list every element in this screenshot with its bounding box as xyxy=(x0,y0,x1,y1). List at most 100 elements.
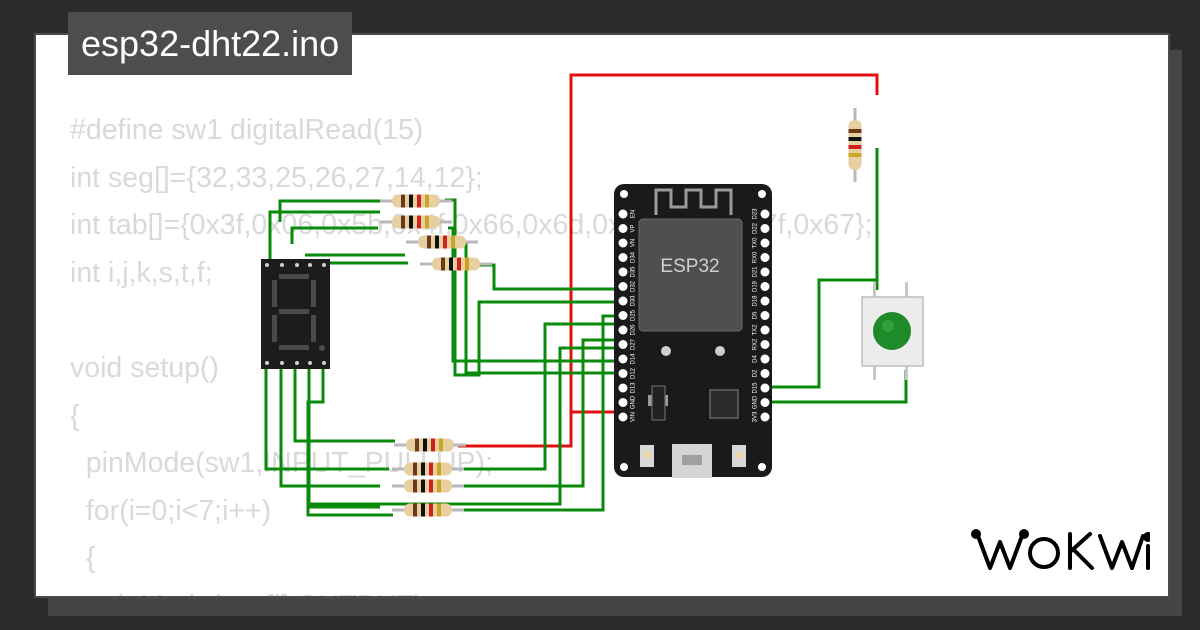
pin-label: D12 xyxy=(631,367,637,379)
pin-label: D5 xyxy=(753,311,759,319)
pin-tx2[interactable] xyxy=(760,325,770,335)
pin-d32[interactable] xyxy=(618,282,628,291)
pin-vin[interactable] xyxy=(618,412,628,422)
resistor[interactable] xyxy=(380,194,452,208)
code-line: int seg[]={32,33,25,26,27,14,12}; xyxy=(70,161,483,194)
pin-gnd[interactable] xyxy=(618,398,628,407)
wire xyxy=(279,366,380,488)
pin-d12[interactable] xyxy=(618,369,628,378)
pushbutton[interactable] xyxy=(861,282,924,380)
esp32-board[interactable]: ESP32 ENVPVND34D35D32D33D25D26D27D14D12D… xyxy=(614,184,772,478)
wire xyxy=(766,278,877,389)
file-title-text: esp32-dht22.ino xyxy=(81,22,340,64)
pin-label: RX0 xyxy=(753,251,759,263)
pin-d26[interactable] xyxy=(618,325,628,335)
wire xyxy=(290,226,621,363)
code-line: pinMode(seg[i],OUTPUT); xyxy=(70,583,873,596)
pin-d15[interactable] xyxy=(760,383,770,393)
wire xyxy=(458,412,573,448)
left-pin-header: ENVPVND34D35D32D33D25D26D27D14D12D13GNDV… xyxy=(618,209,637,422)
pin-label: VP xyxy=(631,224,637,232)
pin-label: D13 xyxy=(631,382,637,394)
pin-d19[interactable] xyxy=(760,282,770,291)
code-line: { xyxy=(70,542,96,575)
pin-label: GND xyxy=(631,395,637,409)
resistor[interactable] xyxy=(420,257,492,271)
pin-label: D2 xyxy=(753,369,759,377)
pin-d35[interactable] xyxy=(618,267,628,277)
pin-label: RX2 xyxy=(753,338,759,350)
wire xyxy=(458,322,621,471)
pin-label: D26 xyxy=(631,324,637,336)
resistors xyxy=(380,108,862,517)
pin-label: D18 xyxy=(753,295,759,307)
pin-label: D15 xyxy=(753,382,759,394)
resistor[interactable] xyxy=(392,479,464,493)
resistor[interactable] xyxy=(392,462,464,476)
pin-d33[interactable] xyxy=(618,296,628,306)
file-title: esp32-dht22.ino xyxy=(68,12,353,75)
pin-tx0[interactable] xyxy=(760,238,770,248)
pin-label: D25 xyxy=(631,309,637,321)
seven-segment-display[interactable] xyxy=(261,259,330,369)
pin-label: EN xyxy=(631,210,637,218)
code-line: #define sw1 digitalRead(15) xyxy=(70,114,424,146)
pin-label: D19 xyxy=(753,280,759,292)
pin-3v3[interactable] xyxy=(760,412,770,422)
wire xyxy=(264,366,389,471)
pin-rx2[interactable] xyxy=(760,340,770,349)
pin-label: VIN xyxy=(631,412,637,422)
resistor[interactable] xyxy=(392,503,464,517)
pin-d4[interactable] xyxy=(760,354,770,364)
wire xyxy=(569,73,879,414)
pin-vp[interactable] xyxy=(618,224,628,233)
pin-d34[interactable] xyxy=(618,253,628,262)
pin-d27[interactable] xyxy=(618,340,628,349)
pin-d5[interactable] xyxy=(760,311,770,320)
pin-label: TX2 xyxy=(753,324,759,336)
resistor[interactable] xyxy=(380,215,452,229)
pin-label: D23 xyxy=(753,208,759,220)
pin-vn[interactable] xyxy=(618,238,628,248)
wire xyxy=(268,198,621,377)
pin-d22[interactable] xyxy=(760,224,770,233)
pin-label: D21 xyxy=(753,266,759,278)
wires xyxy=(264,73,908,517)
code-line: { xyxy=(70,399,80,432)
pin-label: VN xyxy=(631,239,637,247)
pin-d23[interactable] xyxy=(760,209,770,219)
code-line: for(i=0;i<7;i++) xyxy=(70,494,272,527)
wire xyxy=(450,314,621,512)
pin-label: D35 xyxy=(631,266,637,278)
pin-d2[interactable] xyxy=(760,369,770,378)
pin-label: D27 xyxy=(631,338,637,350)
pin-label: D4 xyxy=(753,355,759,363)
pin-rx0[interactable] xyxy=(760,253,770,262)
pin-gnd[interactable] xyxy=(760,398,770,407)
code-line: void setup() xyxy=(70,351,219,384)
wire xyxy=(766,370,908,404)
resistor[interactable] xyxy=(394,438,466,452)
pin-label: GND xyxy=(753,395,759,409)
wire xyxy=(278,199,390,222)
board-label: ESP32 xyxy=(660,256,719,277)
pin-label: D34 xyxy=(631,251,637,263)
resistor[interactable] xyxy=(406,235,478,249)
wokwi-logo-icon xyxy=(971,529,1150,570)
pin-label: 3V3 xyxy=(753,411,759,422)
pin-label: D22 xyxy=(753,222,759,234)
resistor[interactable] xyxy=(848,108,862,182)
code-line: int i,j,k,s,t,f; xyxy=(70,256,213,289)
pin-label: TX0 xyxy=(753,237,759,249)
pin-d18[interactable] xyxy=(760,296,770,306)
pin-label: D32 xyxy=(631,280,637,292)
pin-d14[interactable] xyxy=(618,354,628,364)
pin-en[interactable] xyxy=(618,209,628,219)
pin-d25[interactable] xyxy=(618,311,628,320)
pin-d21[interactable] xyxy=(760,267,770,277)
wire xyxy=(306,366,393,517)
code-background: #define sw1 digitalRead(15) int seg[]={32… xyxy=(70,107,873,596)
pin-d13[interactable] xyxy=(618,383,628,393)
